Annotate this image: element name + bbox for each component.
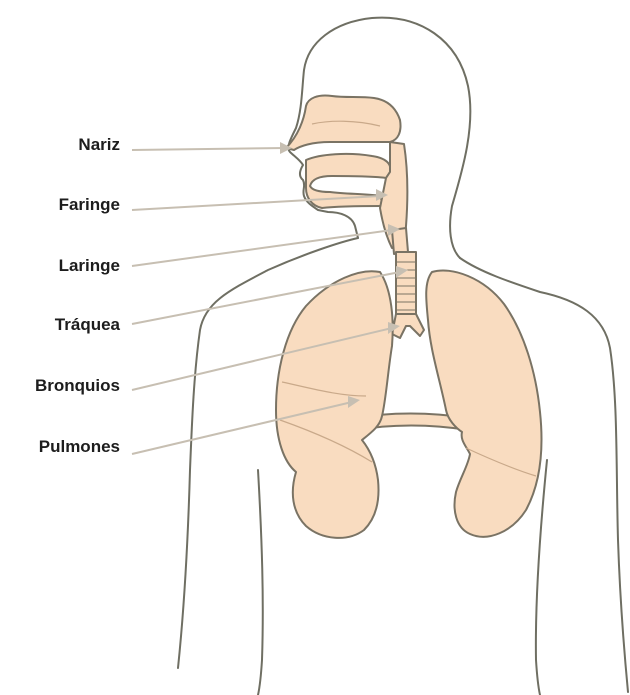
pointer-nariz bbox=[132, 148, 286, 150]
nasal-cavity bbox=[286, 95, 401, 150]
left-arm-outline bbox=[258, 470, 263, 695]
label-traquea: Tráquea bbox=[55, 315, 121, 334]
label-bronquios: Bronquios bbox=[35, 376, 120, 395]
label-pulmones: Pulmones bbox=[39, 437, 120, 456]
label-nariz: Nariz bbox=[78, 135, 120, 154]
trachea bbox=[396, 252, 416, 314]
label-faringe: Faringe bbox=[59, 195, 120, 214]
label-laringe: Laringe bbox=[59, 256, 120, 275]
left-lung bbox=[276, 271, 393, 538]
labels: Nariz Faringe Laringe Tráquea Bronquios … bbox=[35, 135, 121, 456]
right-lung bbox=[426, 270, 541, 536]
pointer-laringe bbox=[132, 230, 392, 266]
right-arm-outline bbox=[536, 460, 547, 695]
body-silhouette bbox=[178, 18, 628, 695]
